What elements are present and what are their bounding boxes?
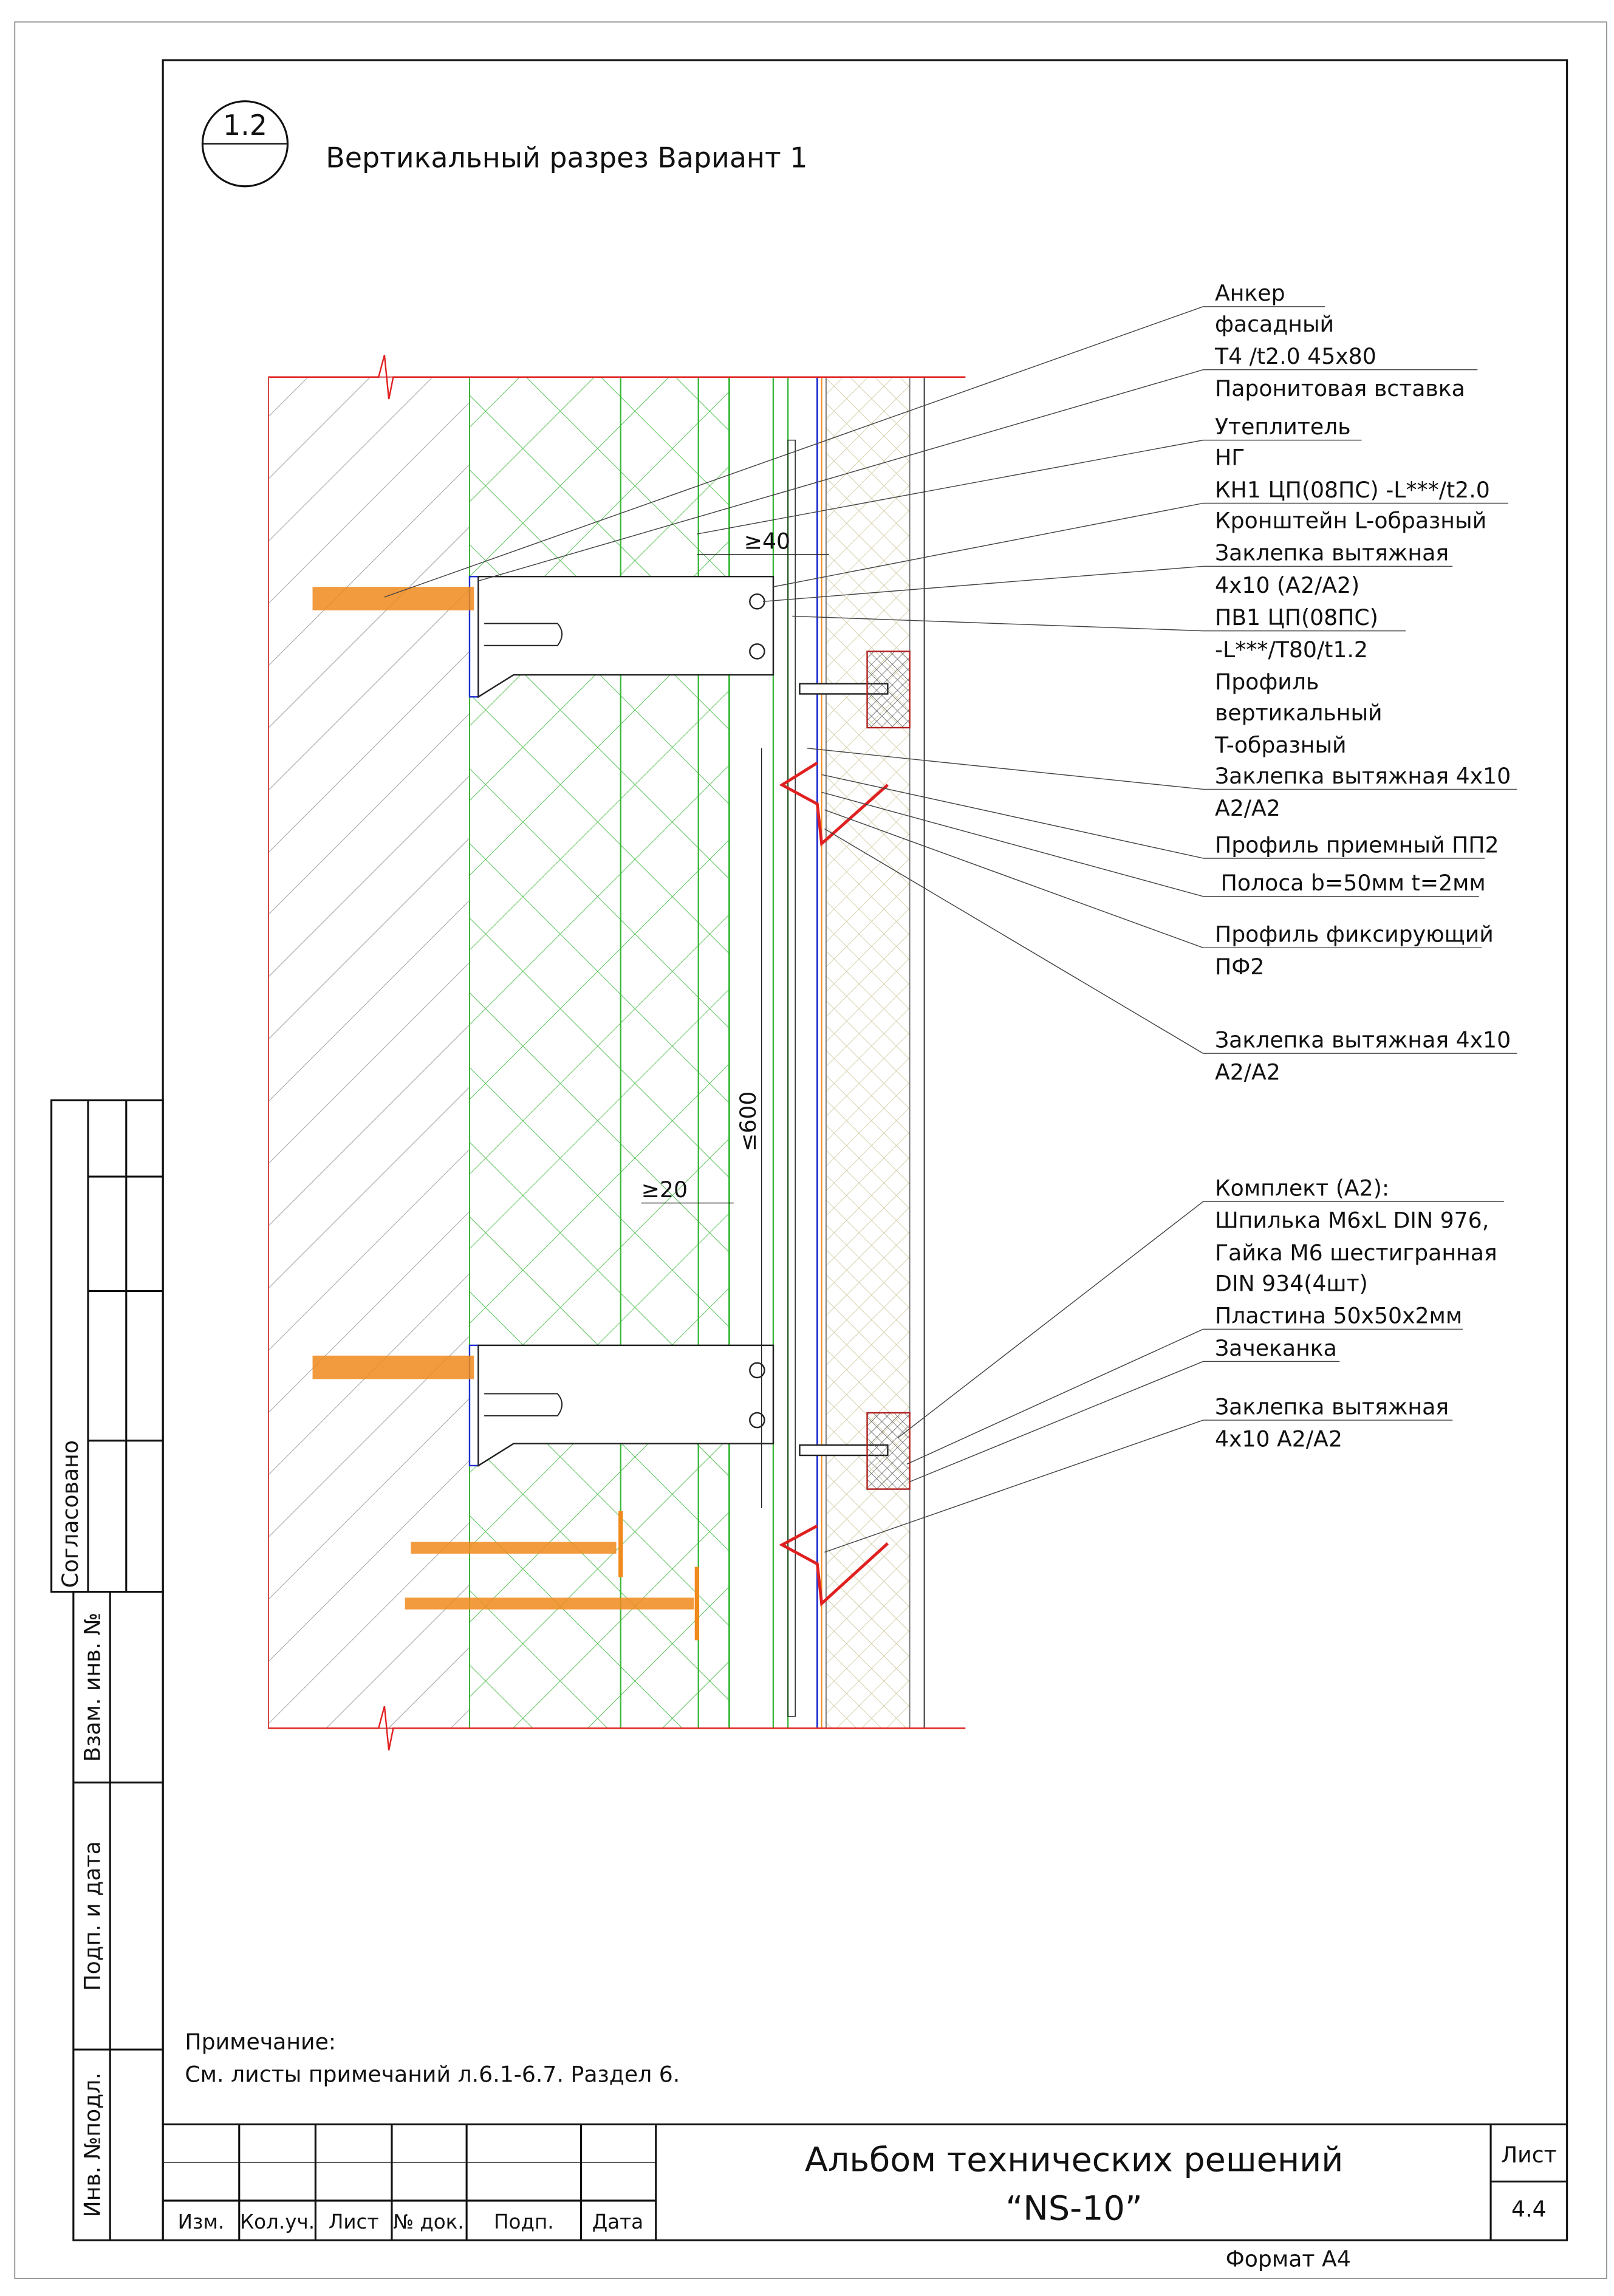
callout-line: Анкер <box>1215 280 1285 306</box>
cladding-panel <box>825 376 911 1729</box>
callout-fixing-profile: Профиль фиксирующий ПФ2 <box>1203 921 1494 980</box>
callout-line: НГ <box>1215 445 1245 471</box>
col-count: Кол.уч. <box>240 2210 315 2233</box>
callout-rivet-4: Заклепка вытяжная 4x10 A2/A2 <box>1203 1393 1453 1452</box>
col-date: Дата <box>592 2210 643 2233</box>
note-title: Примечание: <box>185 2029 336 2055</box>
detail-marker: 1.2 <box>201 100 289 188</box>
leader-lines <box>384 306 1204 1553</box>
callout-line: Кронштейн L-образный <box>1215 508 1486 534</box>
callout-line: Заклепка вытяжная 4x10 <box>1215 763 1511 789</box>
callout-anchor: Анкер фасадный T4 /t2.0 45x80 <box>1203 280 1478 371</box>
left-stamp: Согласовано Взам. инв. № Подп. и дата Ин… <box>50 1099 164 2241</box>
section-drawing: ≥40 ≥20 ≤600 <box>268 355 966 1751</box>
concrete-wall <box>268 376 470 1729</box>
title-block: Изм. Кол.уч. Лист № док. Подп. Дата Альб… <box>163 2123 1567 2241</box>
callout-line: Утеплитель <box>1215 414 1351 440</box>
callout-rivet-2: Заклепка вытяжная 4x10 A2/A2 <box>1203 763 1517 821</box>
callout-paronite-insert: Паронитовая вставка <box>1215 375 1465 401</box>
stamp-sign-date: Подп. и дата <box>79 1841 105 1991</box>
bracket-bottom <box>312 1344 775 1467</box>
callout-line: Профиль приемный ПП2 <box>1215 832 1499 858</box>
sheet-number: 4.4 <box>1511 2196 1547 2223</box>
stamp-inv-original: Инв. №подл. <box>79 2072 105 2217</box>
callout-caulking: Зачеканка <box>1203 1335 1340 1362</box>
note-text: См. листы примечаний л.6.1-6.7. Раздел 6… <box>185 2061 680 2087</box>
callout-receiving-profile: Профиль приемный ПП2 <box>1203 832 1499 859</box>
callout-line: вертикальный <box>1215 700 1383 726</box>
callout-line: Пластина 50x50x2мм <box>1215 1303 1462 1329</box>
callout-line: DIN 934(4шт) <box>1215 1270 1368 1296</box>
bottom-cut-line <box>268 1706 966 1751</box>
stud-kit-bottom <box>799 1412 911 1490</box>
callout-line: Полоса b=50мм t=2мм <box>1221 870 1486 896</box>
callout-stud-kit: Комплект (A2): Шпилька M6xL DIN 976, Гай… <box>1203 1175 1504 1330</box>
callout-line: Зачеканка <box>1215 1335 1337 1361</box>
callout-strip: Полоса b=50мм t=2мм <box>1203 870 1486 897</box>
callout-line: фасадный <box>1215 311 1334 337</box>
callout-rivet-3: Заклепка вытяжная 4x10 A2/A2 <box>1203 1027 1517 1085</box>
callout-line: ПФ2 <box>1215 954 1264 980</box>
callout-line: КН1 ЦП(08ПС) -L***/t2.0 <box>1215 477 1490 503</box>
bracket-top <box>312 576 775 699</box>
callout-line: Гайка M6 шестигранная <box>1215 1240 1497 1266</box>
top-cut-line <box>268 355 966 400</box>
callout-insulation: Утеплитель НГ <box>1203 414 1362 471</box>
detail-number: 1.2 <box>223 109 267 142</box>
stamp-agreed: Согласовано <box>57 1440 83 1588</box>
callout-line: T4 /t2.0 45x80 <box>1214 343 1376 369</box>
callout-line: Профиль фиксирующий <box>1215 921 1494 948</box>
callout-line: A2/A2 <box>1215 1059 1281 1085</box>
outer-border <box>14 21 1607 2279</box>
dimension-spacing: ≤600 <box>735 1092 761 1152</box>
callout-line: 4x10 A2/A2 <box>1215 1426 1342 1452</box>
col-signature: Подп. <box>494 2210 554 2233</box>
callout-line: Заклепка вытяжная <box>1215 540 1449 566</box>
stud-kit-top <box>799 651 911 729</box>
dimension-bottom-gap: ≥20 <box>641 1177 688 1203</box>
callout-line: Профиль <box>1215 669 1319 695</box>
callout-line: Комплект (A2): <box>1215 1175 1389 1201</box>
insulation-dowels <box>405 1511 699 1641</box>
callout-vertical-profile: ПВ1 ЦП(08ПС) -L***/T80/t1.2 Профиль верт… <box>1203 604 1406 758</box>
callout-line: ПВ1 ЦП(08ПС) <box>1215 604 1378 630</box>
album-title: Альбом технических решений <box>805 2141 1344 2180</box>
album-code: “NS-10” <box>1006 2188 1143 2228</box>
callout-bracket: КН1 ЦП(08ПС) -L***/t2.0 Кронштейн L-обра… <box>1203 477 1509 534</box>
paper-format: Формат А4 <box>1226 2246 1351 2272</box>
fixing-profile-bottom <box>779 1524 889 1607</box>
dimension-top-gap: ≥40 <box>744 528 790 554</box>
sheet-label: Лист <box>1501 2142 1557 2168</box>
callout-line: Шпилька M6xL DIN 976, <box>1215 1208 1489 1234</box>
callout-line: T-образный <box>1214 732 1347 758</box>
callout-line: A2/A2 <box>1215 795 1281 821</box>
callout-line: -L***/T80/t1.2 <box>1215 637 1368 663</box>
callout-rivet-1: Заклепка вытяжная 4x10 (A2/A2) <box>1203 540 1453 598</box>
stamp-replaced-inv: Взам. инв. № <box>79 1613 105 1762</box>
callout-labels: Анкер фасадный T4 /t2.0 45x80 Паронитова… <box>1203 280 1517 1452</box>
callout-line: Заклепка вытяжная <box>1215 1393 1449 1420</box>
section-title: Вертикальный разрез Вариант 1 <box>326 141 807 174</box>
col-doc-number: № док. <box>393 2210 464 2233</box>
callout-line: Заклепка вытяжная 4x10 <box>1215 1027 1511 1053</box>
col-sheet: Лист <box>329 2210 379 2233</box>
col-change: Изм. <box>178 2210 225 2233</box>
callout-line: 4x10 (A2/A2) <box>1215 572 1359 598</box>
vertical-t-profile <box>787 439 796 1717</box>
fixing-profile-top <box>779 761 889 847</box>
